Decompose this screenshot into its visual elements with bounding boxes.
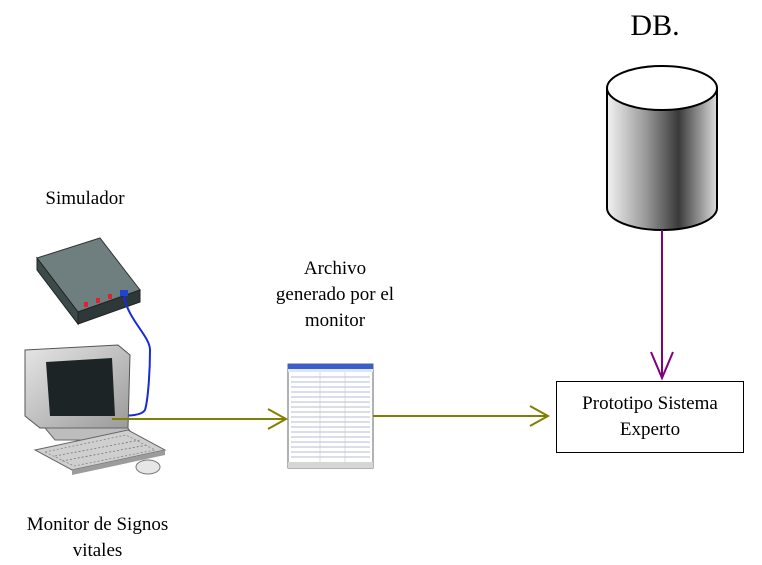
- file-to-prototype-arrow: [373, 405, 551, 427]
- db-to-prototype-arrow: [650, 230, 674, 381]
- file-label: Archivo generado por el monitor: [275, 258, 395, 331]
- simulator-label: Simulador: [45, 188, 125, 209]
- prototype-box: Prototipo Sistema Experto: [556, 381, 744, 453]
- file-document-icon: [287, 363, 374, 469]
- mouse-icon: [135, 459, 161, 475]
- simulator-device-icon: [36, 237, 141, 326]
- keyboard-icon: [33, 429, 167, 475]
- db-label: DB.: [630, 9, 680, 42]
- database-cylinder-icon: [606, 65, 718, 231]
- monitor-label: Monitor de Signos vitales: [26, 514, 169, 561]
- computer-monitor-icon: [24, 344, 137, 441]
- monitor-to-file-arrow: [112, 408, 289, 430]
- simulator-cable: [119, 295, 152, 417]
- prototype-label: Prototipo Sistema Experto: [582, 393, 718, 440]
